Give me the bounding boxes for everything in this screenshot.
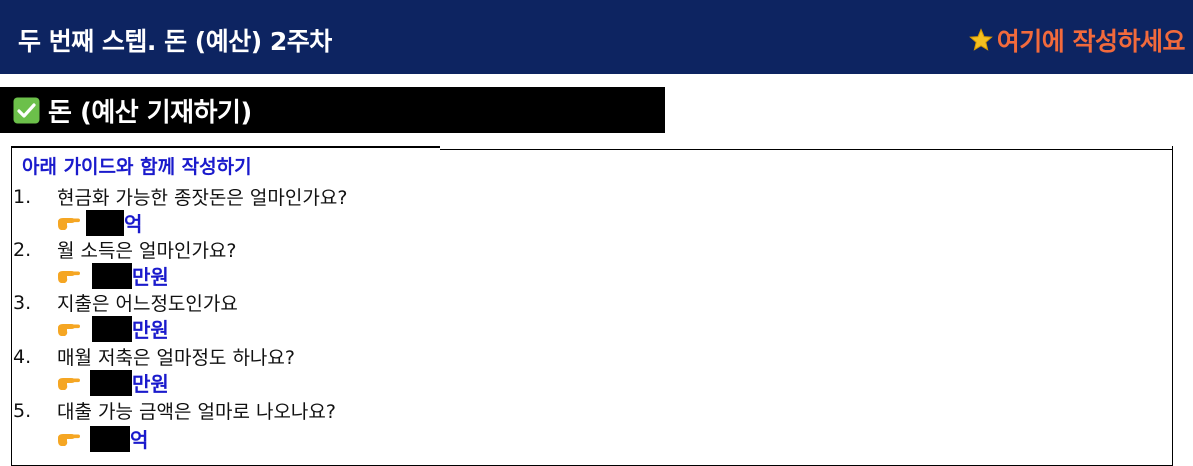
pointing-hand-icon [58, 270, 80, 283]
question-text: 매월 저축은 얼마정도 하나요? [57, 347, 295, 369]
question-number: 1. [13, 185, 32, 208]
redacted-amount [92, 315, 132, 342]
guide-box-top-border-right [440, 149, 1173, 150]
section-title: 돈 (예산 기재하기) [48, 97, 252, 128]
question-text: 지출은 어느정도인가요 [57, 293, 238, 315]
pointing-hand-icon [58, 433, 80, 446]
answer-unit: 만원 [132, 265, 169, 289]
question-text: 월 소득은 얼마인가요? [57, 240, 237, 262]
redacted-amount [90, 425, 130, 452]
pointing-hand-icon [58, 323, 80, 336]
answer-2: 만원 [56, 261, 169, 290]
write-here-text: 여기에 작성하세요 [996, 27, 1186, 56]
question-3: 3. 지출은 어느정도인가요 [13, 289, 238, 316]
question-number: 3. [13, 291, 32, 314]
question-number: 2. [13, 238, 32, 261]
redacted-amount [92, 262, 132, 289]
redacted-amount [90, 369, 132, 396]
guide-title: 아래 가이드와 함께 작성하기 [22, 156, 252, 178]
section-header: 돈 (예산 기재하기) [0, 87, 665, 133]
write-here-note: 여기에 작성하세요 [968, 22, 1186, 58]
pointing-hand-icon [58, 377, 80, 390]
guide-box-top-border [11, 146, 440, 148]
question-2: 2. 월 소득은 얼마인가요? [13, 236, 236, 263]
question-number: 5. [13, 399, 32, 422]
answer-4: 만원 [56, 368, 169, 397]
answer-unit: 만원 [132, 372, 169, 396]
question-5: 5. 대출 가능 금액은 얼마로 나오나요? [13, 397, 336, 424]
answer-5: 억 [56, 424, 148, 453]
question-number: 4. [13, 345, 32, 368]
question-4: 4. 매월 저축은 얼마정도 하나요? [13, 343, 295, 370]
answer-unit: 만원 [132, 318, 169, 342]
redacted-amount [86, 209, 124, 236]
answer-unit: 억 [124, 212, 143, 236]
answer-unit: 억 [130, 428, 149, 452]
answer-3: 만원 [56, 314, 169, 343]
pointing-hand-icon [58, 217, 80, 230]
answer-1: 억 [56, 208, 142, 237]
question-text: 현금화 가능한 종잣돈은 얼마인가요? [57, 187, 348, 209]
star-icon [968, 28, 993, 51]
header-bar: 두 번째 스텝. 돈 (예산) 2주차 여기에 작성하세요 [0, 0, 1193, 74]
page-title: 두 번째 스텝. 돈 (예산) 2주차 [18, 27, 332, 56]
question-text: 대출 가능 금액은 얼마로 나오나요? [57, 401, 336, 423]
question-1: 1. 현금화 가능한 종잣돈은 얼마인가요? [13, 183, 347, 210]
check-mark-icon [13, 97, 40, 123]
